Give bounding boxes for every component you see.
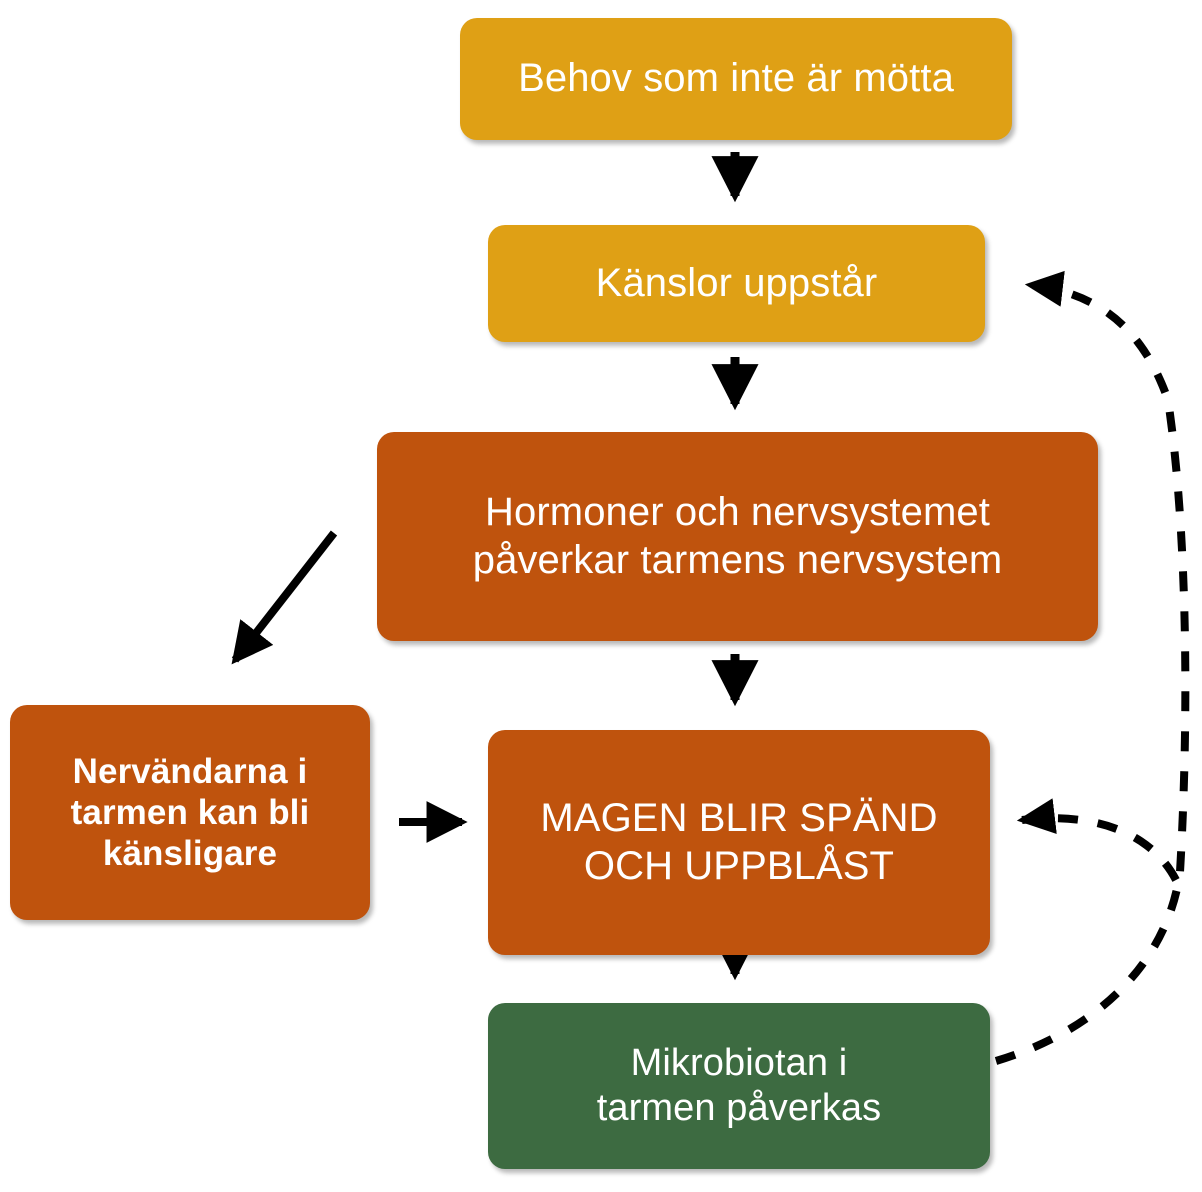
node-nervandarna-i-tarmen[interactable]: Nervändarna i tarmen kan bli känsligare bbox=[10, 705, 370, 920]
node-mikrobiotan-i-tarmen[interactable]: Mikrobiotan i tarmen påverkas bbox=[488, 1003, 990, 1169]
arrow-hormoner-to-nervandarna bbox=[231, 530, 338, 665]
node-magen-blir-spand-och-uppblast[interactable]: MAGEN BLIR SPÄND OCH UPPBLÅST bbox=[488, 730, 990, 955]
node-hormoner-och-nervsystemet[interactable]: Hormoner och nervsystemet påverkar tarme… bbox=[377, 432, 1098, 641]
arrow-mikrobiotan-to-magen bbox=[1016, 798, 1180, 882]
arrow-mikrobiotan-to-kanslor bbox=[994, 270, 1190, 1065]
node-behov-som-inte-ar-motta[interactable]: Behov som inte är mötta bbox=[460, 18, 1012, 140]
node-kanslor-uppstar[interactable]: Känslor uppstår bbox=[488, 225, 985, 342]
